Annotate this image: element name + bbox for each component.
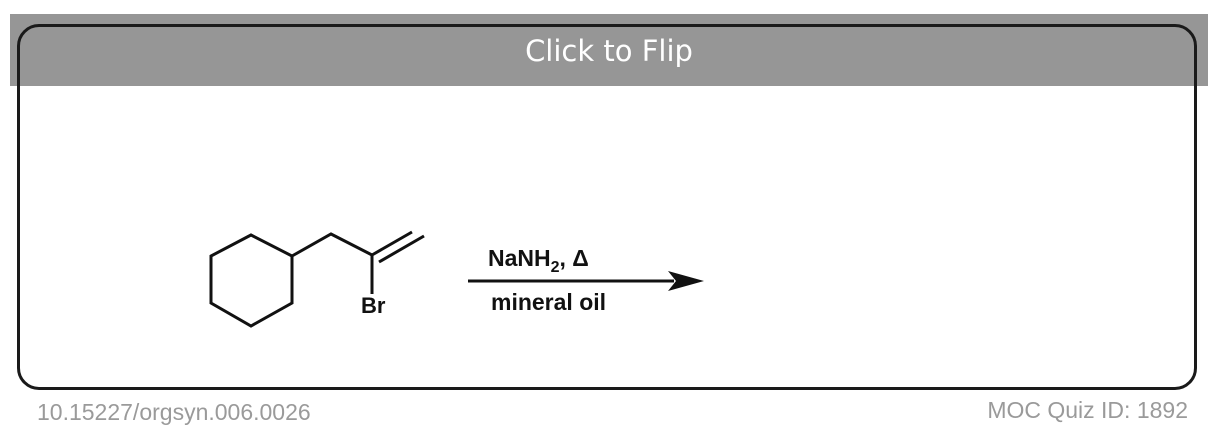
alkyl-chain-bond xyxy=(291,232,373,258)
reagent-label: NaNH2, Δ xyxy=(488,245,589,276)
doi-reference: 10.15227/orgsyn.006.0026 xyxy=(37,399,311,425)
reagent-suffix: , Δ xyxy=(560,245,589,271)
double-bond-inner xyxy=(378,234,425,264)
reaction-arrow-head xyxy=(668,271,704,291)
cyclohexane-ring xyxy=(209,233,294,328)
reagent-subscript: 2 xyxy=(551,259,560,276)
double-bond-outer xyxy=(371,230,413,257)
flip-card-label: Click to Flip xyxy=(525,34,693,68)
quiz-id: MOC Quiz ID: 1892 xyxy=(987,397,1188,423)
reagent-main: NaNH xyxy=(488,245,551,271)
solvent-label: mineral oil xyxy=(491,289,606,315)
bromine-label: Br xyxy=(361,293,386,318)
